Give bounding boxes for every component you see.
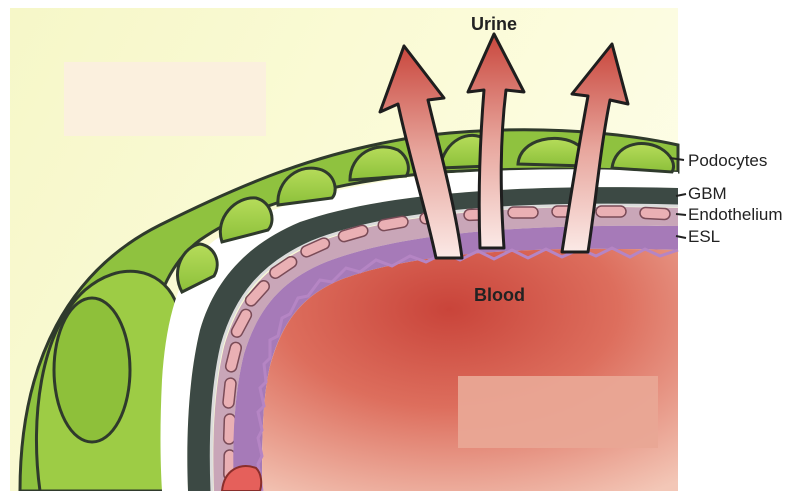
podocyte-nucleus bbox=[54, 298, 130, 442]
label-gbm: GBM bbox=[688, 184, 727, 204]
label-blood: Blood bbox=[474, 285, 525, 306]
blank-label-box-bottom bbox=[458, 376, 658, 448]
label-esl: ESL bbox=[688, 227, 720, 247]
blank-label-box-top bbox=[64, 62, 266, 136]
label-podocytes: Podocytes bbox=[688, 151, 767, 171]
label-endothelium: Endothelium bbox=[688, 205, 783, 225]
label-urine: Urine bbox=[471, 14, 517, 35]
